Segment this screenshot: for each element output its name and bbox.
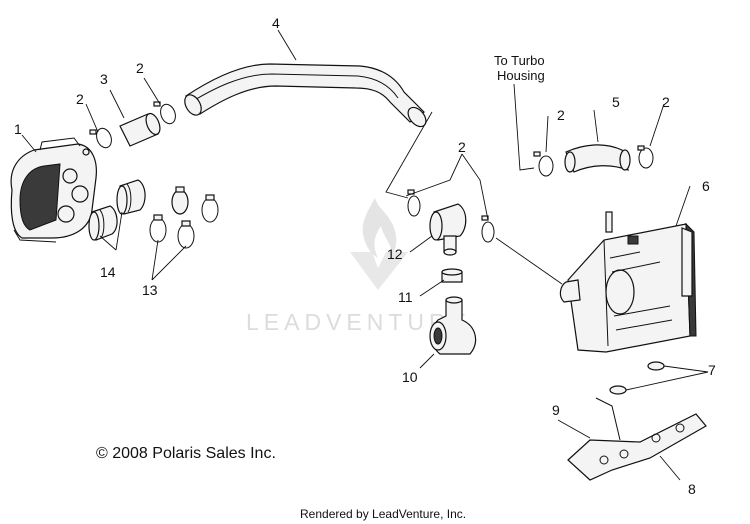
to-turbo-line2: Housing xyxy=(497,68,545,83)
callout-2-left: 2 xyxy=(76,91,84,107)
callout-11: 11 xyxy=(398,289,413,305)
elbow-part-10 xyxy=(429,296,477,355)
to-turbo-line1: To Turbo xyxy=(494,53,545,68)
clamp-part-2e xyxy=(533,145,654,177)
clamp-part-2c xyxy=(407,189,421,217)
watermark-logo-icon xyxy=(350,198,408,290)
callout-8: 8 xyxy=(688,481,696,497)
coupler-part-11 xyxy=(441,268,463,283)
callout-12: 12 xyxy=(387,246,403,262)
sleeve-part-3 xyxy=(119,112,161,147)
rendered-by-text: Rendered by LeadVenture, Inc. xyxy=(300,507,466,521)
airbox-part xyxy=(10,137,97,243)
callout-13: 13 xyxy=(142,282,158,298)
callout-4: 4 xyxy=(272,15,280,31)
bracket-part-8 xyxy=(567,397,707,481)
intercooler-part-6 xyxy=(559,211,697,353)
callout-10: 10 xyxy=(402,369,418,385)
clamp-parts-13 xyxy=(149,186,219,249)
callout-3: 3 xyxy=(100,71,108,87)
callout-9: 9 xyxy=(552,402,560,418)
callout-2-turbo-left: 2 xyxy=(557,107,565,123)
callout-2-top: 2 xyxy=(136,60,144,76)
callout-14: 14 xyxy=(100,264,116,280)
coupler-parts xyxy=(88,179,146,241)
callout-7: 7 xyxy=(708,362,716,378)
tee-part-12 xyxy=(429,203,467,256)
copyright-text: © 2008 Polaris Sales Inc. xyxy=(96,445,276,462)
callout-2-tee: 2 xyxy=(458,139,466,155)
to-turbo-note: To Turbo Housing xyxy=(494,53,545,83)
leader-lines xyxy=(21,29,709,481)
grommet-parts-7 xyxy=(609,361,665,395)
callout-1: 1 xyxy=(14,121,22,137)
clamp-part-2a xyxy=(89,127,112,149)
watermark: LEADVENTURE xyxy=(246,198,471,335)
callout-5: 5 xyxy=(612,94,620,110)
callout-6: 6 xyxy=(702,178,710,194)
callout-2-turbo-right: 2 xyxy=(662,94,670,110)
watermark-text: LEADVENTURE xyxy=(246,309,471,335)
hose-part-5 xyxy=(564,144,631,173)
tube-part-4 xyxy=(184,63,427,128)
callouts: 1 2 2 3 4 2 5 2 2 6 7 8 9 10 11 12 13 14 xyxy=(14,15,716,497)
